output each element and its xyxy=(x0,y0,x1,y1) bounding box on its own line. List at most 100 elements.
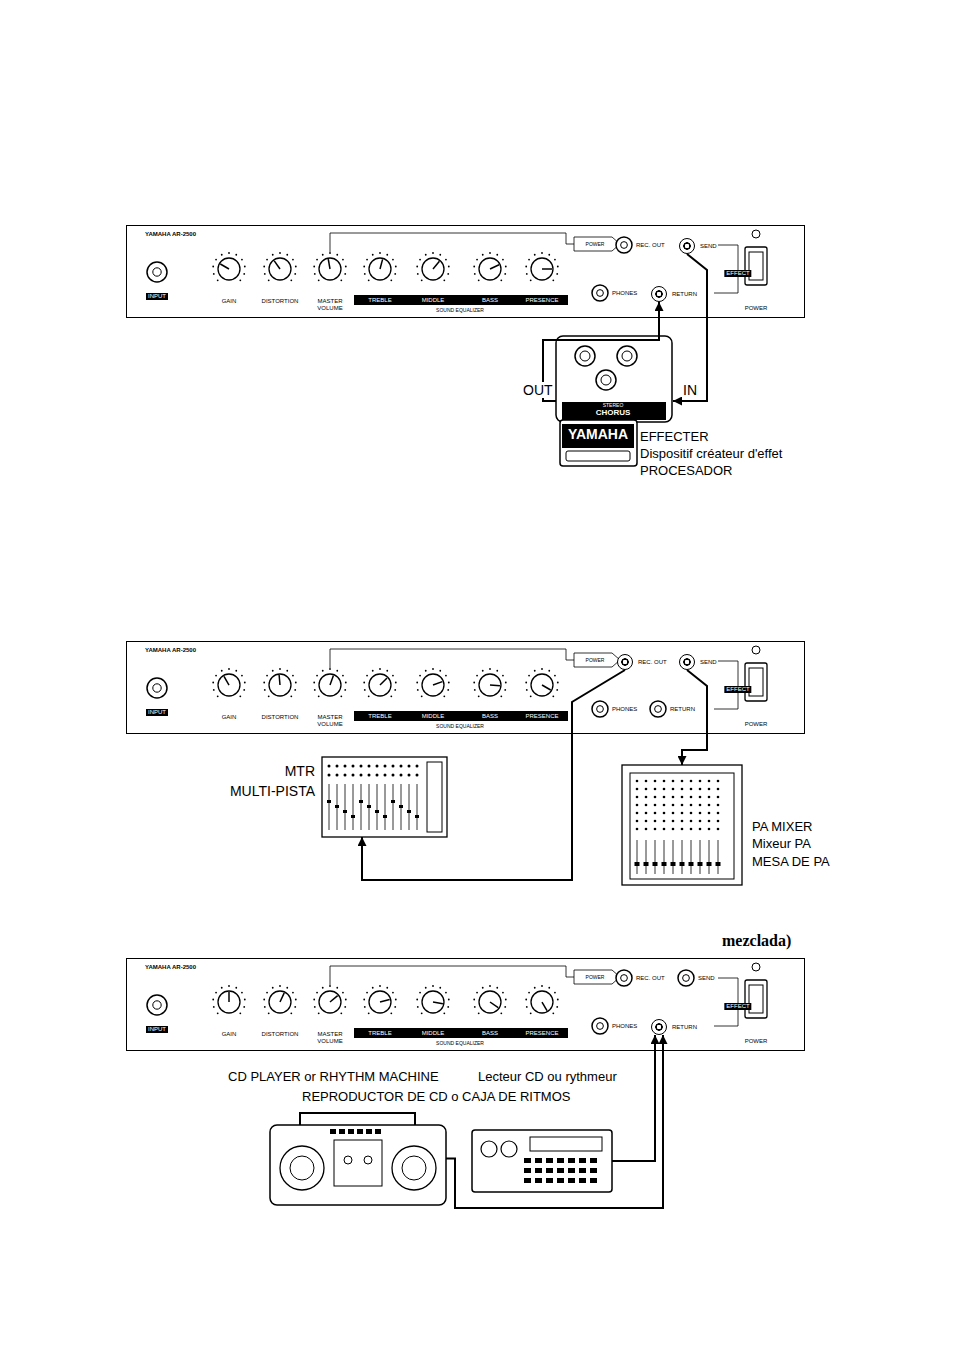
scale-dot xyxy=(489,985,491,987)
knob xyxy=(422,674,444,696)
scale-dot xyxy=(379,668,381,670)
footswitch xyxy=(566,451,630,461)
pad-button xyxy=(590,1168,597,1173)
mixer-fader-cap xyxy=(680,862,685,866)
scale-dot xyxy=(368,279,370,281)
mtr-knob xyxy=(368,765,371,768)
control-label: MIDDLE xyxy=(422,297,445,304)
eq-bar xyxy=(354,711,568,721)
mixer-fader-cap xyxy=(662,862,667,866)
jack-ring xyxy=(153,1001,161,1009)
control-label: MIDDLE xyxy=(422,713,445,720)
pedal-knob xyxy=(622,351,632,361)
mixer-knob xyxy=(717,812,720,815)
scale-dot xyxy=(379,985,381,987)
mixer-fader xyxy=(682,840,683,874)
amp-panel: YAMAHA AR-2500SENDRETURN xyxy=(126,225,805,318)
mixer-knob xyxy=(690,780,693,783)
jack-socket xyxy=(616,970,632,986)
mtr-knob xyxy=(416,774,419,777)
knob-pointer xyxy=(330,676,333,685)
mixer-knob xyxy=(699,820,702,823)
scale-dot xyxy=(217,279,219,281)
cable xyxy=(446,1035,663,1208)
scale-dot xyxy=(235,987,237,989)
node-label: CHORUS xyxy=(596,408,631,418)
knob-pointer xyxy=(220,264,229,269)
scale-dot xyxy=(447,273,449,275)
scale-dot xyxy=(213,1006,215,1008)
rhythm-machine-art xyxy=(472,1130,612,1192)
effect-pedal: STEREOCHORUSYAMAHAEFFECTERDispositif cré… xyxy=(556,336,673,466)
scale-dot xyxy=(336,670,338,672)
scale-dot xyxy=(221,987,223,989)
scale-dot xyxy=(379,252,381,254)
scale-dot xyxy=(316,259,318,261)
reel xyxy=(364,1156,372,1164)
mtr-knob xyxy=(408,774,411,777)
scale-dot xyxy=(316,675,318,677)
scale-dot xyxy=(292,992,294,994)
mtr-knob xyxy=(360,774,363,777)
scale-dot xyxy=(504,273,506,275)
scale-dot xyxy=(392,992,394,994)
mtr-fader-cap xyxy=(407,810,411,813)
mixer-knob xyxy=(636,796,639,799)
scale-dot xyxy=(372,670,374,672)
power-led xyxy=(752,230,760,238)
pad-button xyxy=(535,1178,542,1183)
mtr-fader-cap xyxy=(327,800,331,803)
knob xyxy=(531,258,553,280)
scale-dot xyxy=(443,279,445,281)
control-label: MASTER VOLUME xyxy=(313,714,347,728)
scale-dot xyxy=(290,1012,292,1014)
mixer-knob xyxy=(672,780,675,783)
scale-dot xyxy=(241,992,243,994)
jack-socket xyxy=(592,1018,608,1034)
scale-dot xyxy=(474,689,476,691)
knob-pointer xyxy=(224,676,229,685)
scale-dot xyxy=(448,999,450,1001)
scale-dot xyxy=(366,675,368,677)
mtr-fader-cap xyxy=(343,810,347,813)
control-label: GAIN xyxy=(222,298,237,305)
scale-dot xyxy=(363,682,365,684)
mixer-knob xyxy=(708,796,711,799)
scale-dot xyxy=(556,689,558,691)
scale-dot xyxy=(366,259,368,261)
scale-dot xyxy=(504,1006,506,1008)
mtr-fader-cap xyxy=(359,800,363,803)
control-label: PRESENCE xyxy=(525,1030,558,1037)
mtr-fader xyxy=(329,784,330,830)
pad-button xyxy=(557,1178,564,1183)
mixer-knob xyxy=(717,788,720,791)
control-label: EFFECT xyxy=(724,270,751,277)
scale-dot xyxy=(313,682,315,684)
mixer-knob xyxy=(636,780,639,783)
jack-socket xyxy=(147,678,167,698)
pedal-body xyxy=(560,420,637,466)
button xyxy=(375,1129,381,1134)
control-label: PHONES xyxy=(612,706,637,713)
control-label: SOUND EQUALIZER xyxy=(436,723,484,729)
knob-pointer xyxy=(380,678,387,685)
jack-ring xyxy=(683,975,690,982)
scale-dot xyxy=(239,279,241,281)
handle xyxy=(300,1113,415,1125)
cable xyxy=(612,1035,655,1161)
knob xyxy=(422,991,444,1013)
scale-dot xyxy=(445,992,447,994)
mixer-knob xyxy=(717,804,720,807)
pad-button xyxy=(546,1158,553,1163)
mixer-knob xyxy=(663,812,666,815)
scale-dot xyxy=(556,1006,558,1008)
scale-dot xyxy=(272,670,274,672)
mtr-knob xyxy=(384,765,387,768)
scale-dot xyxy=(345,266,347,268)
button xyxy=(330,1129,336,1134)
mixer-panel xyxy=(630,773,734,879)
scale-dot xyxy=(286,670,288,672)
knob xyxy=(369,991,391,1013)
mixer-knob xyxy=(699,788,702,791)
amp-panel: YAMAHA AR-2500RETURN xyxy=(126,958,805,1051)
